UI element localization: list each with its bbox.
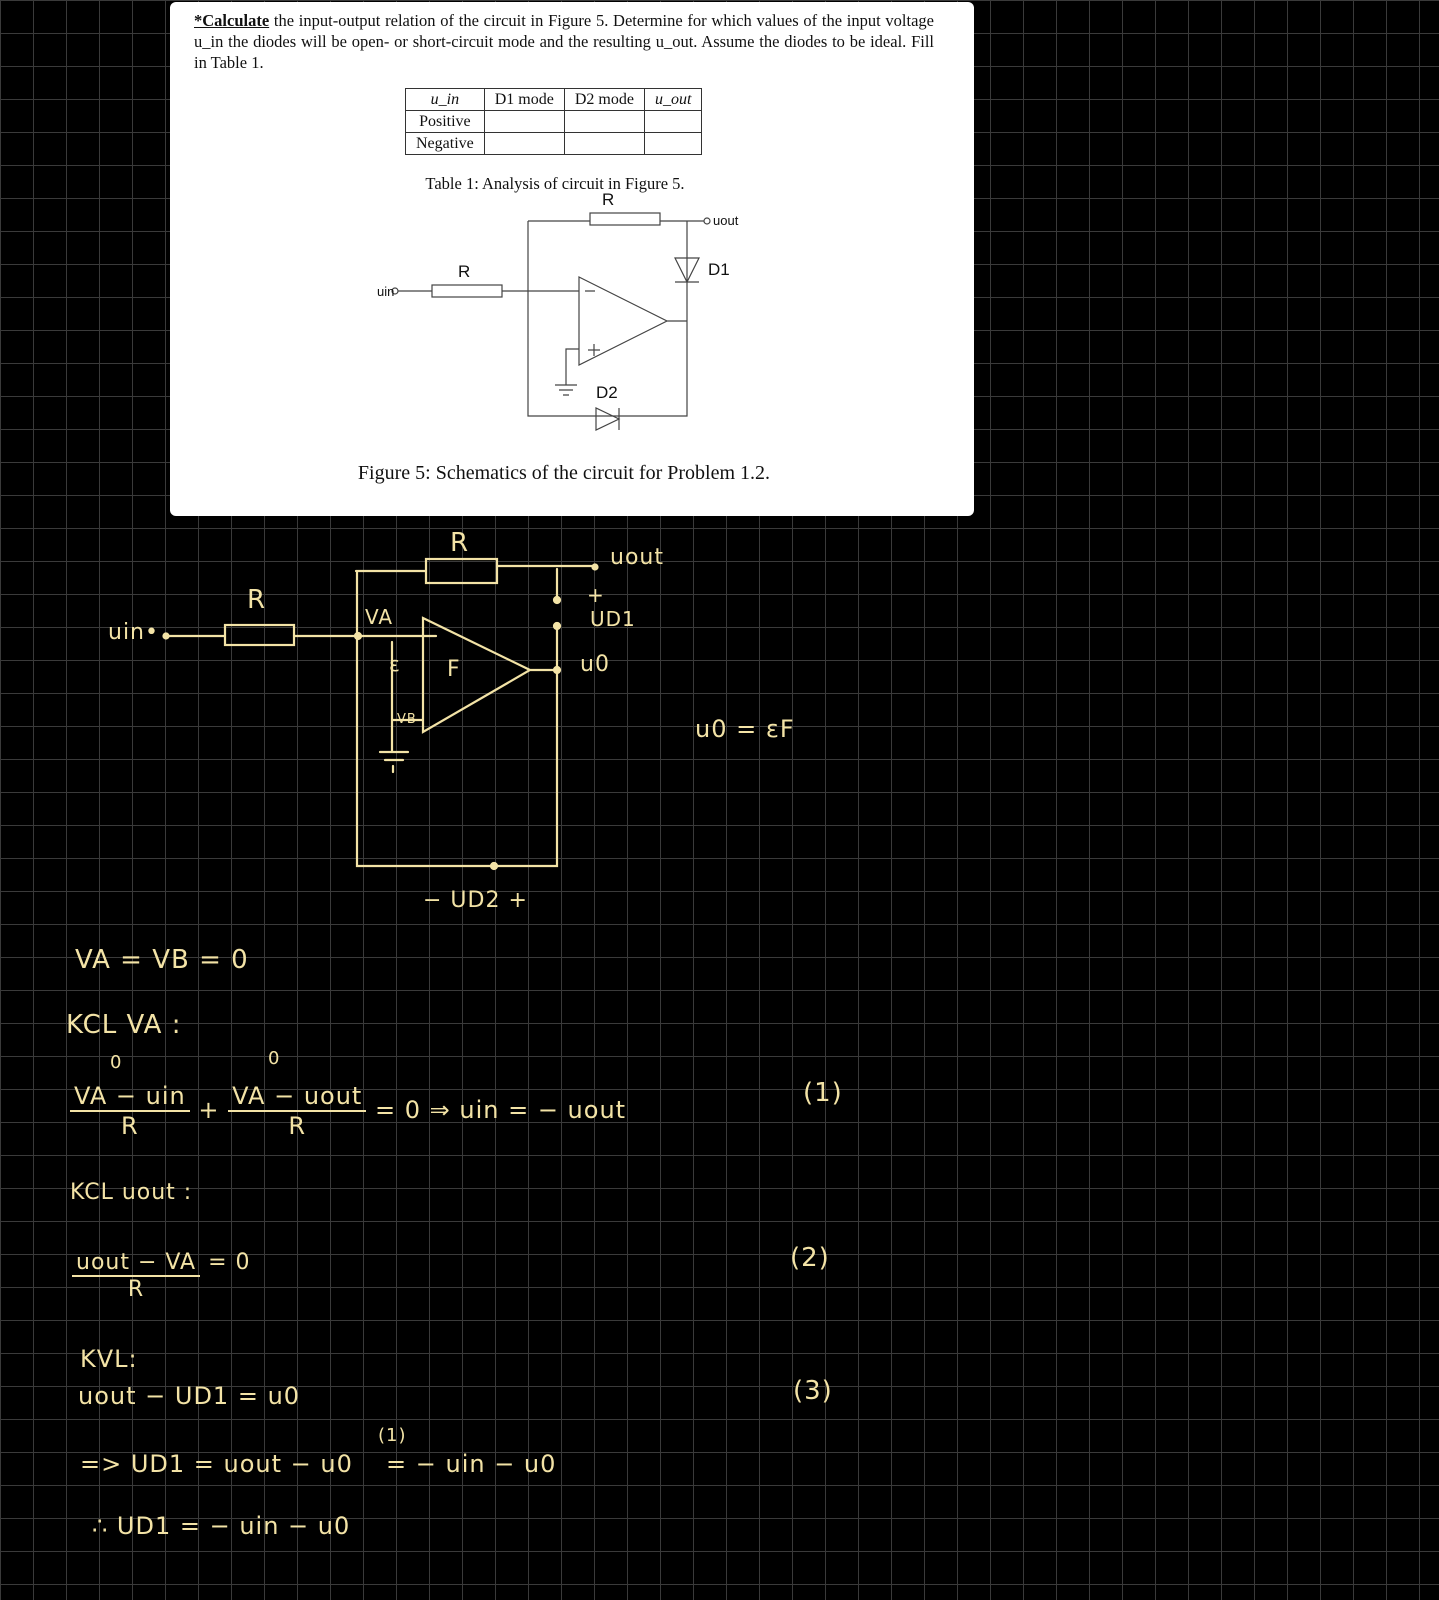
note-zero-2: 0 [268, 1048, 281, 1069]
row-negative: Negative [405, 132, 485, 155]
eq5: ∴ UD1 = − uin − u0 [92, 1512, 351, 1540]
sketch-vb: VB [397, 712, 417, 727]
schematic-r-top: R [602, 190, 615, 209]
schematic-d2: D2 [596, 383, 618, 402]
sketch-uout: uout [610, 545, 664, 570]
schematic-uout: uout [713, 213, 739, 228]
schematic-r-in: R [458, 262, 471, 281]
note-va-vb: VA = VB = 0 [75, 945, 249, 975]
note-kcl-va: KCL VA : [66, 1010, 182, 1040]
sketch-u0: u0 [580, 652, 610, 677]
eq1-rhs: = 0 ⇒ uin = − uout [374, 1096, 627, 1124]
note-kcl-uout: KCL uout : [70, 1180, 193, 1205]
eq3-tag: (3) [793, 1376, 833, 1406]
sketch-u0-equation: u0 = εF [695, 715, 795, 743]
sketch-r-in: R [247, 585, 267, 615]
calculate-keyword: *Calculate [194, 11, 270, 30]
problem-text: the input-output relation of the circuit… [194, 11, 934, 72]
sketch-uin: uin• [108, 620, 159, 645]
circuit-schematic [391, 212, 711, 431]
schematic-d1: D1 [708, 260, 730, 279]
eq2-den: R [127, 1277, 145, 1302]
sketch-f: F [447, 657, 461, 682]
eq3: uout − UD1 = u0 [78, 1382, 301, 1410]
problem-document: *Calculate the input-output relation of … [170, 2, 974, 516]
sketch-r-top: R [450, 528, 470, 558]
eq1-den2: R [288, 1112, 307, 1140]
eq1-den1: R [121, 1112, 139, 1140]
eq1-num1: VA − uin [70, 1082, 190, 1112]
sketch-ud2: − UD2 + [423, 888, 528, 913]
note-zero-1: 0 [110, 1052, 123, 1073]
figure-caption: Figure 5: Schematics of the circuit for … [357, 462, 771, 484]
note-kvl: KVL: [80, 1345, 138, 1373]
sketch-ud1: UD1 [590, 607, 636, 631]
eq2-tag: (2) [790, 1243, 830, 1273]
schematic-uin: uin [377, 284, 395, 299]
sketch-va: VA [365, 605, 394, 629]
sketch-plus: + [587, 583, 605, 607]
eq1-num2: VA − uout [228, 1082, 367, 1112]
problem-statement: *Calculate the input-output relation of … [194, 10, 934, 73]
header-d1: D1 mode [483, 88, 565, 111]
header-d2: D2 mode [563, 88, 645, 111]
eq4-rhs: = − uin − u0 [386, 1450, 557, 1478]
table-caption: Table 1: Analysis of circuit in Figure 5… [425, 174, 685, 193]
sketch-epsilon: ε [389, 652, 401, 676]
eq1-plus: + [198, 1096, 220, 1124]
eq2-num: uout − VA [72, 1250, 201, 1277]
eq4-ref: (1) [378, 1425, 407, 1446]
eq2-rhs: = 0 [208, 1250, 251, 1275]
eq4: => UD1 = uout − u0 [80, 1450, 353, 1478]
eq1-tag: (1) [803, 1078, 843, 1108]
